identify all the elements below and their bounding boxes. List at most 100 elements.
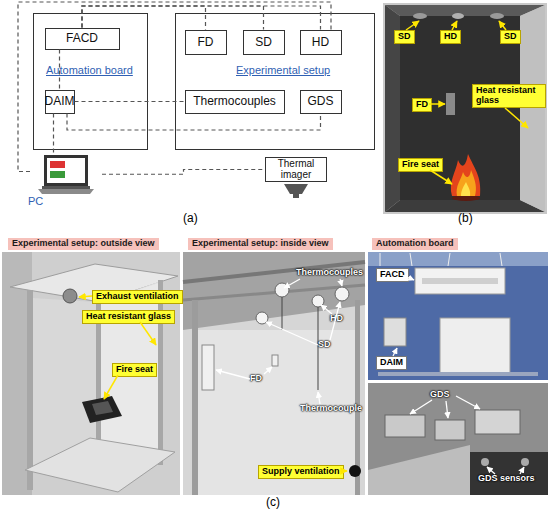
- node-text: Thermocouples: [193, 95, 276, 108]
- callout-label: Fire seat: [112, 363, 157, 377]
- camera-mount: [293, 194, 299, 198]
- callout-label: FD: [412, 98, 432, 112]
- callout-label: HD: [330, 314, 343, 324]
- node-text: Thermal imager: [266, 159, 326, 180]
- facd-indicators: [422, 278, 498, 284]
- callout-label: SD: [394, 30, 415, 44]
- wiring-area: [368, 252, 548, 266]
- leader-line: [318, 392, 320, 404]
- signal-line: [82, 6, 321, 30]
- leader-line: [410, 400, 432, 414]
- heat-detector: [452, 13, 464, 19]
- callout-label: Exhaust ventilation: [92, 290, 183, 304]
- detector: [275, 283, 289, 297]
- wire: [380, 253, 381, 266]
- leader-line: [402, 275, 414, 280]
- automation-board-frame: Automation boardFACDDAIM: [33, 13, 148, 150]
- leader-line: [452, 21, 457, 30]
- leader-line: [330, 302, 340, 340]
- flame: [461, 182, 470, 196]
- detector-box: HD: [300, 30, 342, 55]
- node-text: DAIM: [45, 95, 75, 108]
- flame-detector: [446, 93, 455, 115]
- daim-module: [384, 318, 406, 346]
- signal-line: [82, 6, 264, 30]
- photo-automation-board: [368, 252, 548, 380]
- callout-label: GDS: [430, 390, 450, 400]
- callout-label: Fire seat: [398, 158, 443, 172]
- leader-line: [140, 322, 156, 345]
- device-box: DAIM: [45, 90, 75, 114]
- smoke-detector: [256, 312, 268, 324]
- flame: [457, 170, 476, 196]
- leader-line: [393, 348, 397, 356]
- signal-line: [67, 114, 321, 131]
- leader-line: [505, 108, 528, 128]
- node-text: Experimental setup: [236, 64, 330, 76]
- smoke-detector: [490, 13, 504, 19]
- callout-label: HD: [440, 30, 461, 44]
- node-text: GDS: [307, 95, 333, 108]
- sensor-box: Thermocouples: [185, 90, 285, 114]
- node-text: PC: [28, 195, 43, 207]
- laptop-base: [38, 189, 94, 194]
- callout-label: Heat resistant glass: [82, 310, 175, 324]
- signal-line: [18, 2, 331, 172]
- frame-post: [192, 300, 198, 495]
- gds-device: [435, 420, 465, 440]
- chamber-ceiling: [183, 252, 365, 330]
- gds-sensor: [521, 458, 529, 466]
- gds-sensor: [481, 458, 489, 466]
- wire: [500, 253, 502, 266]
- leader-line: [340, 279, 342, 286]
- pc-laptop: PC: [30, 155, 102, 210]
- photo-inside-view: [183, 252, 365, 495]
- photo-outside-view: [2, 252, 180, 495]
- leader-line: [340, 470, 347, 472]
- wire: [448, 253, 450, 266]
- photo-background: [368, 383, 548, 495]
- photo-background: [2, 252, 180, 495]
- callout-label: SD: [500, 30, 521, 44]
- leader-line: [321, 305, 332, 314]
- thermocouple-wire: [282, 297, 283, 330]
- frame-post: [96, 300, 101, 460]
- leader-line: [104, 375, 118, 399]
- smoke-detector: [413, 13, 427, 19]
- flame-detector: [272, 355, 278, 366]
- node-text: FACD: [66, 32, 98, 45]
- signal-line: [102, 170, 265, 175]
- chamber-back-wall: [400, 16, 520, 200]
- signal-line: [82, 6, 206, 30]
- fire-seat: [82, 396, 122, 423]
- photo-background: [183, 252, 365, 495]
- frame-post: [158, 280, 163, 465]
- laptop-screen: [47, 158, 85, 183]
- leader-line: [266, 322, 318, 345]
- callout-label: SD: [318, 340, 331, 350]
- camera-box: Thermal imager: [265, 157, 327, 182]
- heat-detector: [312, 295, 324, 307]
- glass-panel: [101, 282, 158, 462]
- gds-device: [385, 415, 425, 437]
- chamber-floor: [385, 200, 545, 212]
- chamber-floor: [25, 438, 175, 492]
- callout-label: DAIM: [376, 356, 407, 370]
- callout-label: Thermocouples: [296, 268, 363, 278]
- detector-box: FD: [185, 30, 227, 55]
- chamber-frame: [383, 3, 547, 214]
- signal-line: [53, 114, 54, 156]
- gds-device: [475, 410, 520, 434]
- leader-line: [429, 103, 445, 105]
- chamber-ceiling: [385, 5, 545, 16]
- leader-line: [284, 279, 300, 288]
- leader-line: [430, 170, 452, 184]
- panel-letter: (c): [266, 496, 280, 509]
- frame-post: [27, 290, 33, 490]
- chamber-render: [383, 3, 547, 214]
- flame-detector: [202, 345, 214, 390]
- signal-line: [59, 50, 60, 90]
